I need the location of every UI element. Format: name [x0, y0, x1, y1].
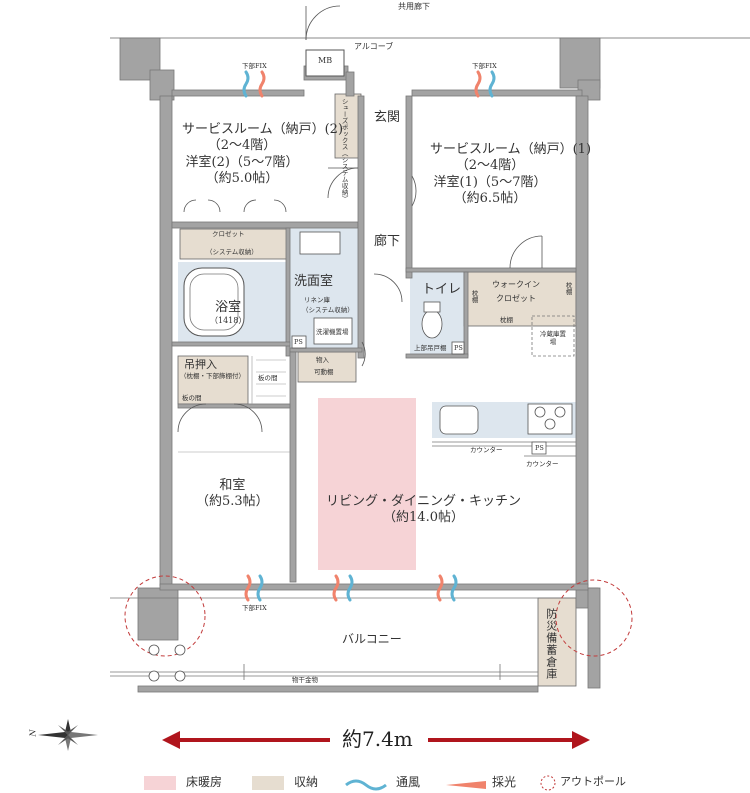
fix-bottom-label: 下部FIX	[242, 604, 267, 612]
outpole-circle-left	[124, 575, 206, 657]
legend-outpole: アウトポール	[560, 775, 626, 788]
balcony-label: バルコニー	[342, 632, 402, 646]
legend-ventilation: 通風	[396, 775, 421, 789]
shelf-label-3: 枕棚	[500, 316, 513, 324]
toilet-label: トイレ	[422, 282, 462, 297]
ldk-name: リビング・ダイニング・キッチン	[326, 494, 522, 509]
fix-top-right-label: 下部FIX	[472, 62, 497, 70]
washroom-label: 洗面室	[294, 274, 334, 289]
ps-label-3: PS	[535, 444, 544, 452]
legend-floor-heat: 床暖房	[186, 775, 223, 789]
compass-icon	[38, 719, 98, 751]
shoebox-storage	[334, 93, 362, 159]
emergency-storage-label: 防災備蓄倉庫	[544, 608, 558, 680]
bath-size: （1418）	[210, 316, 247, 326]
linen-sub-label: （システム収納）	[302, 306, 354, 314]
service-room-1-size: （約6.5帖）	[453, 190, 527, 206]
walkin-label-1: ウォークイン	[492, 280, 540, 289]
walkin-storage	[463, 271, 577, 327]
bathtub	[183, 267, 245, 337]
closet-sub-label: （システム収納）	[206, 248, 258, 256]
service-room-2-size: （約5.0帖）	[205, 170, 279, 186]
dimension-arrow	[162, 731, 590, 749]
ps-label-1: PS	[294, 338, 303, 346]
service-room-1-name: サービスルーム（納戸）(1)	[430, 142, 592, 157]
closet-label: クロゼット	[212, 230, 245, 238]
mb-label: MB	[318, 56, 333, 65]
storage-label-2: 可動棚	[314, 368, 334, 376]
laundry-label: 洗濯機置場	[316, 328, 349, 336]
washitsu-room: 和室 （約5.3帖）	[196, 478, 269, 511]
hallway-label: 廊下	[374, 234, 401, 249]
shelf-label-1: 枕棚	[470, 290, 479, 303]
ldk-room: リビング・ダイニング・キッチン （約14.0帖）	[326, 494, 521, 527]
outpole-circle-right	[555, 579, 633, 657]
washitsu-size: （約5.3帖）	[196, 494, 269, 510]
mono-storage	[297, 351, 357, 383]
alcove-label: アルコーブ	[354, 42, 394, 51]
oshiire-label: 吊押入	[184, 358, 217, 371]
service-room-1-western: 洋室(1)（5〜7階）	[433, 174, 547, 190]
floor-heating-area	[318, 398, 416, 570]
legend-lighting: 採光	[492, 775, 517, 789]
shoebox-label: シューズボックス（システム収納）	[340, 98, 349, 202]
storage-label-1: 物入	[316, 356, 329, 364]
legend-storage: 収納	[294, 775, 319, 789]
fix-top-left-label: 下部FIX	[242, 62, 267, 70]
fridge-label: 冷蔵庫置場	[540, 330, 566, 347]
service-room-1-floors: （2〜4階）	[455, 158, 525, 174]
toilet-storage-label: 上部吊戸棚	[414, 344, 447, 352]
bath-name: 浴室	[215, 300, 242, 315]
ps-label-2: PS	[454, 344, 463, 352]
board-label-1: 板の間	[258, 374, 278, 382]
corridor-label: 共用廊下	[398, 2, 430, 11]
washitsu-name: 和室	[219, 478, 246, 493]
north-label: N	[28, 729, 38, 737]
counter-label-2: カウンター	[526, 460, 559, 468]
laundry-pole-label: 物干金物	[292, 676, 318, 684]
walkin-label-2: クロゼット	[496, 294, 536, 303]
emergency-storage	[537, 597, 577, 687]
oshiire-sub-label: （枕棚・下部飾棚付）	[180, 372, 245, 380]
linen-label: リネン庫	[304, 296, 330, 304]
entrance-label: 玄関	[374, 110, 401, 125]
bath-room: 浴室 （1418）	[210, 300, 246, 326]
board-label-2: 板の間	[182, 394, 202, 402]
counter-label-1: カウンター	[470, 446, 503, 454]
shelf-label-2: 枕棚	[564, 282, 573, 295]
service-room-2-floors: （2〜4階）	[207, 138, 277, 154]
dimension-label: 約7.4m	[342, 727, 413, 751]
service-room-2-western: 洋室(2)（5〜7階）	[185, 154, 299, 170]
service-room-1: サービスルーム（納戸）(1) （2〜4階） 洋室(1)（5〜7階） （約6.5帖…	[430, 142, 592, 207]
service-room-2-name: サービスルーム（納戸）(2)	[182, 122, 344, 137]
ldk-size: （約14.0帖）	[383, 510, 464, 526]
service-room-2: サービスルーム（納戸）(2) （2〜4階） 洋室(2)（5〜7階） （約5.0帖…	[182, 122, 344, 187]
